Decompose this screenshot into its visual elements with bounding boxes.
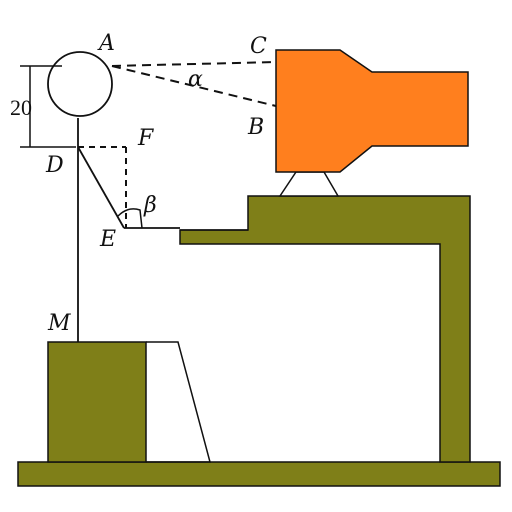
label-A: A bbox=[97, 31, 115, 56]
label-C: C bbox=[250, 34, 267, 59]
sightline-AC bbox=[111, 61, 277, 67]
label-beta: β bbox=[143, 193, 157, 218]
label-alpha: α bbox=[188, 67, 203, 92]
label-E: E bbox=[99, 227, 116, 252]
label-M: M bbox=[47, 311, 71, 336]
sightline-AB bbox=[111, 65, 277, 107]
beta-angle-arc bbox=[117, 208, 143, 229]
label-D: D bbox=[45, 153, 64, 178]
floor-base bbox=[17, 461, 501, 487]
monitor bbox=[275, 49, 469, 173]
stool-side-panel bbox=[146, 341, 211, 463]
label-B: B bbox=[247, 115, 264, 140]
head-circle bbox=[47, 51, 113, 117]
stool bbox=[47, 341, 147, 463]
label-F: F bbox=[137, 126, 154, 151]
monitor-stand bbox=[278, 171, 340, 197]
arm-line-DE bbox=[77, 146, 125, 229]
desk bbox=[179, 195, 471, 463]
dimension-label-20: 20 bbox=[10, 95, 32, 120]
